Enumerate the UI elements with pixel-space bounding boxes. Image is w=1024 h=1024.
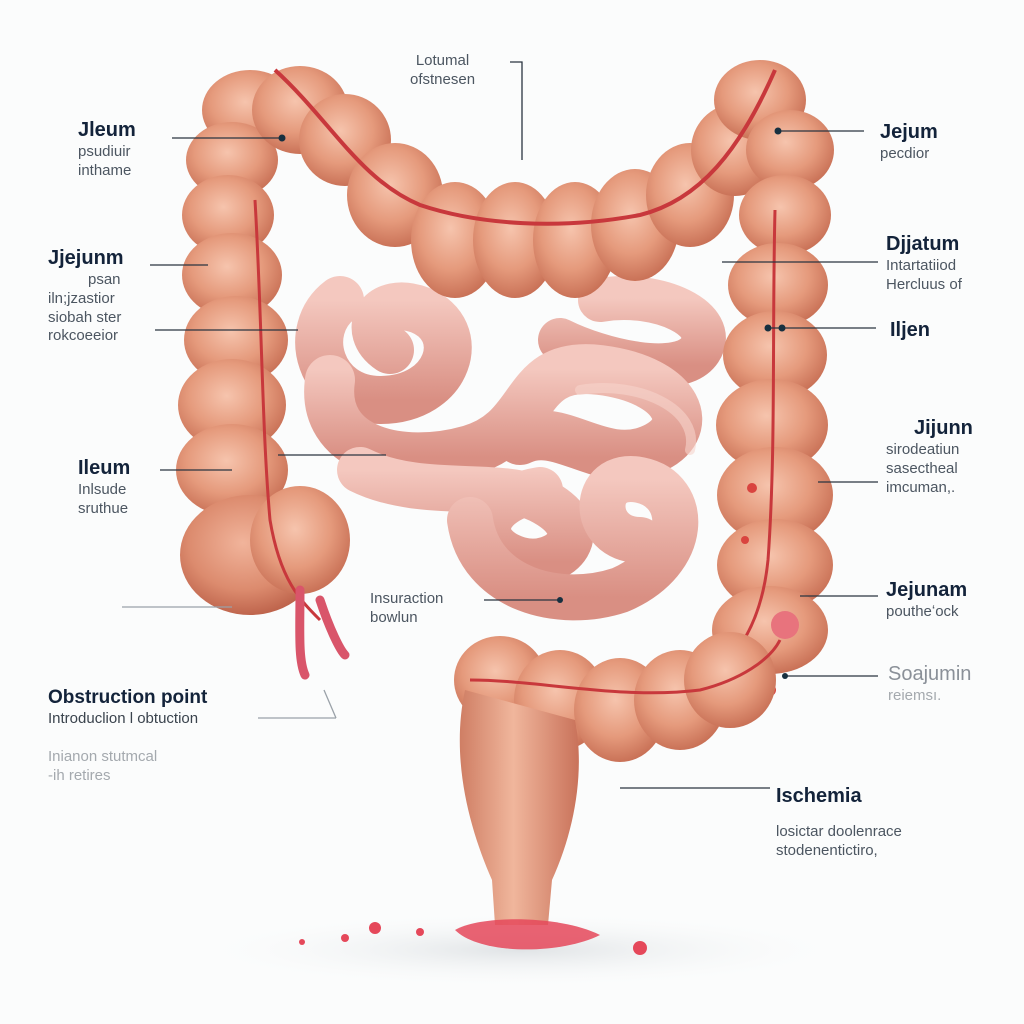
label-djjatum: Djjatum Intartatiiod Hercluus of bbox=[886, 232, 962, 295]
label-djjatum-line1: Intartatiiod bbox=[886, 257, 957, 274]
label-soajumin: Soajumin reiemsı. bbox=[888, 662, 971, 706]
label-iljen: Iljen bbox=[890, 318, 930, 343]
label-jejunum-top-right: Jejum pecdior bbox=[880, 120, 938, 164]
small-intestine bbox=[295, 276, 726, 621]
label-center-bottom: Insuraction bowlun bbox=[370, 590, 443, 628]
label-ischemia-line1: losictar doolenrace bbox=[776, 823, 902, 840]
label-soajumin-title: Soajumin bbox=[888, 663, 972, 685]
label-ileum-top-left: Jleum psudiuir inthame bbox=[78, 118, 136, 181]
label-iljen-title: Iljen bbox=[890, 319, 931, 341]
label-ischemia: Ischemia losictar doolenrace stodenentic… bbox=[776, 784, 902, 861]
label-ischemia-line2: stodenentictiro, bbox=[776, 841, 878, 859]
label-jejunum-left-line4: rokcoeeior bbox=[48, 327, 119, 345]
label-djjatum-title: Djjatum bbox=[886, 233, 960, 255]
label-jejunum-left-line1: psan bbox=[88, 271, 121, 288]
ascending-colon bbox=[176, 70, 350, 680]
label-center-bottom-line2: bowlun bbox=[370, 608, 418, 626]
label-jijunn-title: Jijunn bbox=[914, 417, 973, 439]
label-top-center-line2: ofstnesen bbox=[410, 70, 476, 88]
floor-shadow bbox=[190, 912, 850, 988]
label-top-center: Lotumal ofstnesen bbox=[410, 52, 475, 90]
label-ileum-top-left-title: Jleum bbox=[78, 119, 136, 141]
label-center-bottom-line1: Insuraction bbox=[370, 590, 444, 607]
rectum bbox=[299, 690, 647, 955]
label-jijunn-line3: imcuman,. bbox=[886, 478, 956, 496]
label-faded-left-line2: -ih retires bbox=[48, 766, 111, 784]
label-jejunam-line1: poutheʻock bbox=[886, 603, 959, 620]
label-jejunum-left-line3: siobah ster bbox=[48, 308, 122, 326]
label-ileum-top-left-line2: inthame bbox=[78, 161, 132, 179]
leader-lines bbox=[122, 61, 878, 789]
label-jejunum-left-title: Jjejunm bbox=[48, 247, 124, 269]
label-ileum-left: Ileum Inlsude sruthue bbox=[78, 456, 130, 519]
label-faded-left-line1: Inianon stutmcal bbox=[48, 748, 158, 765]
label-jejunum-top-right-title: Jejum bbox=[880, 121, 938, 143]
label-jejunum-left: Jjejunm psan iln;jzastior siobah ster ro… bbox=[48, 246, 124, 346]
label-obstruction-title: Obstruction point bbox=[48, 687, 208, 708]
label-soajumin-line1: reiemsı. bbox=[888, 687, 942, 704]
label-jijunn-line2: sasectheal bbox=[886, 459, 958, 477]
label-ischemia-title: Ischemia bbox=[776, 785, 862, 807]
transverse-colon bbox=[252, 60, 806, 298]
label-jijunn-line1: sirodeatiun bbox=[886, 441, 960, 458]
label-ileum-left-title: Ileum bbox=[78, 457, 131, 479]
label-obstruction-line1: Introduclion l obtuction bbox=[48, 709, 199, 727]
label-jijunn: Jijunn sirodeatiun sasectheal imcuman,. bbox=[886, 416, 973, 497]
label-jejunam: Jejunam poutheʻock bbox=[886, 578, 967, 622]
label-djjatum-line2: Hercluus of bbox=[886, 275, 962, 293]
label-jejunum-left-line2: iln;jzastior bbox=[48, 289, 115, 307]
label-ileum-top-left-line1: psudiuir bbox=[78, 143, 131, 160]
label-jejunum-top-right-line1: pecdior bbox=[880, 145, 930, 162]
label-ileum-left-line2: sruthue bbox=[78, 499, 129, 517]
label-faded-left: Inianon stutmcal -ih retires bbox=[48, 748, 157, 786]
label-top-center-line1: Lotumal bbox=[415, 52, 470, 69]
label-obstruction: Obstruction point Introduclion l obtucti… bbox=[48, 686, 207, 729]
label-jejunam-title: Jejunam bbox=[886, 579, 968, 601]
label-ileum-left-line1: Inlsude bbox=[78, 481, 127, 498]
descending-colon bbox=[649, 110, 834, 702]
